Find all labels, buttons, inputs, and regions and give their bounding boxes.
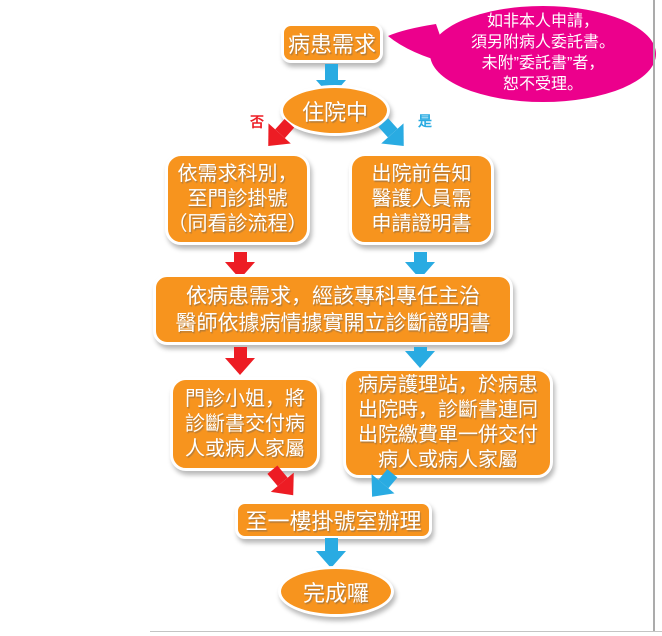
arrow-stem: [324, 538, 338, 551]
node-line: 人或病人家屬: [185, 437, 305, 460]
arrow-doctor-to-clinic: [225, 347, 255, 375]
page-right-edge-divider: [653, 0, 655, 632]
note-text: 如非本人申請， 須另附病人委託書。 未附”委託書”者， 恕不受理。: [443, 11, 643, 95]
node-outpatient-registration: 依需求科別， 至門診掛號 （同看診流程）: [165, 153, 310, 245]
node-patient-need: 病患需求: [281, 23, 383, 63]
branch-yes-label: 是: [418, 113, 432, 129]
arrow-down-icon: [225, 358, 255, 375]
node-line: 申請證明書: [371, 212, 472, 235]
node-line: 醫護人員需: [371, 187, 472, 210]
arrow-stem: [233, 252, 247, 262]
node-first-floor-counter: 至一樓掛號室辦理: [235, 501, 432, 539]
note-bubble-body: [430, 6, 656, 102]
node-complete: 完成囉: [278, 566, 394, 617]
arrow-stem: [413, 252, 427, 262]
note-bubble: [388, 6, 656, 102]
node-notify-staff: 出院前告知 醫護人員需 申請證明書: [349, 153, 494, 245]
arrow-stem: [324, 64, 338, 80]
node-line: （同看診流程）: [167, 212, 308, 235]
node-line: 門診小姐，將: [185, 387, 305, 410]
node-decision-inpatient: 住院中: [280, 85, 390, 136]
node-clinic-handover: 門診小姐，將 診斷書交付病 人或病人家屬: [170, 377, 320, 471]
branch-no-label: 否: [250, 114, 264, 130]
note-line: 如非本人申請，: [486, 13, 599, 30]
arrow-doctor-to-ward: [405, 347, 435, 368]
arrow-counter-to-complete: [316, 538, 346, 568]
node-line: 出院繳費單一併交付: [358, 424, 538, 446]
note-line: 恕不受理。: [502, 76, 583, 93]
arrow-down-icon: [405, 351, 435, 368]
note-bubble-tail: [388, 24, 450, 64]
node-line: 出院時，診斷書連同: [358, 399, 538, 421]
arrow-stem: [413, 347, 427, 351]
node-doctor-issue-certificate: 依病患需求，經該專科專任主治 醫師依據病情據實開立診斷證明書: [153, 274, 513, 345]
arrow-stem: [233, 347, 247, 358]
arrow-down-icon: [316, 551, 346, 568]
node-line: 診斷書交付病: [185, 412, 305, 435]
node-line: 醫師依據病情據實開立診斷證明書: [175, 311, 491, 335]
node-line: 至門診掛號: [187, 187, 288, 210]
note-line: 須另附病人委託書。: [470, 34, 615, 51]
node-line: 出院前告知: [371, 162, 472, 185]
node-line: 依病患需求，經該專科專任主治: [186, 284, 480, 308]
node-line: 病人或病人家屬: [378, 449, 518, 471]
node-ward-handover: 病房護理站，於病患 出院時，診斷書連同 出院繳費單一併交付 病人或病人家屬: [343, 368, 553, 478]
node-line: 病房護理站，於病患: [358, 374, 538, 396]
note-line: 未附”委託書”者，: [481, 55, 605, 72]
node-line: 依需求科別，: [177, 162, 298, 185]
page-bottom-edge-divider: [150, 631, 662, 632]
